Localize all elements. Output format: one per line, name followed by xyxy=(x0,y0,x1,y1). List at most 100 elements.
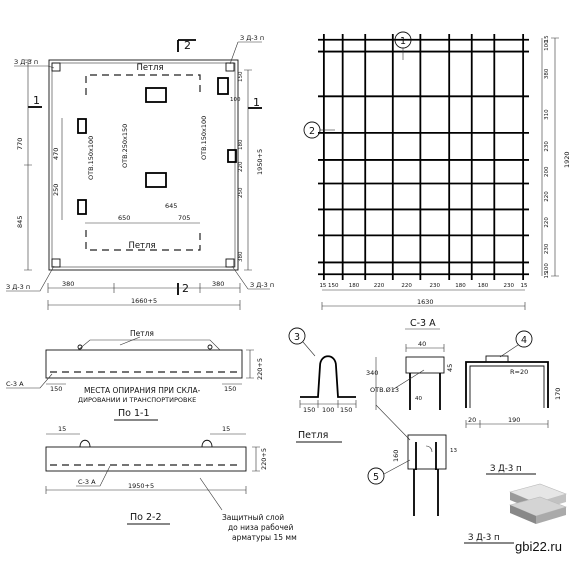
mesh-dim-y-label: 100 xyxy=(544,40,550,51)
zd-dim-hole: ОТВ.Ø13 xyxy=(370,386,399,394)
zd-title-right: З Д-3 п xyxy=(490,464,522,474)
zd-dim-40b: 40 xyxy=(415,396,422,402)
loop-dim-2: 150 xyxy=(340,406,352,414)
watermark-text: gbi22.ru xyxy=(515,539,562,554)
mesh-dim-y-label: 230 xyxy=(544,243,550,254)
loop-callout: 3 xyxy=(294,332,300,343)
mesh-dim-y-label: 15 xyxy=(544,35,550,42)
hole-left-bottom xyxy=(77,199,87,215)
zd-dim-13: 13 xyxy=(450,448,457,454)
plan-dim-1660: 1660+5 xyxy=(131,297,157,305)
plan-hole-center-label: ОТВ.250х150 xyxy=(121,124,129,168)
plan-tag-tr: З Д-3 п xyxy=(240,34,264,42)
zd-plate-side xyxy=(407,434,447,470)
mesh-dim-y-label: 380 xyxy=(544,68,550,79)
mesh-bars xyxy=(318,34,529,280)
plan-hole-right-label: ОТВ.150х100 xyxy=(200,116,208,160)
hole-center xyxy=(145,172,167,188)
plan-dim-250-r: 250 xyxy=(238,187,244,198)
mesh-dim-y-label: 200 xyxy=(544,166,550,177)
plan-dim-705: 705 xyxy=(178,214,190,222)
plan-tag-tl: З Д-3 п xyxy=(14,58,38,66)
loop-detail: 3 150 100 150 Петля xyxy=(288,327,357,443)
section11-dim-150-r: 150 xyxy=(224,385,236,393)
zd-dim-45: 45 xyxy=(446,364,454,372)
mesh-dim-x-label: 180 xyxy=(349,283,360,289)
zd-dim-160: 160 xyxy=(392,450,400,462)
mesh-dim-x-label: 220 xyxy=(374,283,385,289)
plan-dim-645-h: 645 xyxy=(165,202,177,210)
mesh-dim-x-label: 150 xyxy=(328,283,339,289)
plan-dim-845: 845 xyxy=(16,216,24,228)
embedded-part-bl xyxy=(51,258,61,268)
plan-dim-150-r: 150 xyxy=(238,71,244,82)
loop-title: Петля xyxy=(298,430,328,441)
embedded-part-tl xyxy=(51,62,61,72)
plan-dim-770: 770 xyxy=(16,138,24,150)
section11-slab xyxy=(45,349,243,379)
mesh-dim-x-label: 230 xyxy=(430,283,441,289)
plan-dim-250: 250 xyxy=(52,184,60,196)
zd-bent-bar xyxy=(465,361,549,408)
zd-callout-4: 4 xyxy=(521,335,527,346)
slab-outline xyxy=(48,59,239,271)
mesh-dim-x-label: 220 xyxy=(401,283,412,289)
plan-loop-bottom-label: Петля xyxy=(128,241,155,251)
mesh-dim-total-x: 1630 xyxy=(417,298,434,306)
hole-center-top xyxy=(145,87,167,103)
section-2-2: 15 15 С-3 А 1950+5 220+5 По 2-2 Защитный… xyxy=(45,425,297,542)
mesh-dim-total-y: 1920 xyxy=(563,151,571,168)
section11-height: 220+5 xyxy=(256,358,264,380)
zd-dim-20: 20 xyxy=(468,416,476,424)
section22-mesh-tag: С-3 А xyxy=(78,478,96,486)
mesh-dim-y-label: 230 xyxy=(544,141,550,152)
mesh-dim-y-label: 15 xyxy=(544,271,550,278)
zd-title-bottom: З Д-3 п xyxy=(468,533,500,543)
plan-dim-470: 470 xyxy=(52,148,60,160)
zd-dim-340: 340 xyxy=(366,369,378,377)
section2-mark-bottom: 2 xyxy=(182,282,189,295)
zd-callout-4-circle xyxy=(515,330,533,348)
section22-slab xyxy=(45,446,247,472)
section-1-1: Петля С-3 А 150 150 МЕСТА ОПИРАНИЯ ПРИ С… xyxy=(6,329,264,421)
mesh-dim-x-label: 180 xyxy=(478,283,489,289)
section11-loop-label: Петля xyxy=(130,329,154,338)
section22-dim-15-r: 15 xyxy=(222,425,230,433)
hole-right xyxy=(217,77,229,95)
section11-mesh-tag: С-3 А xyxy=(6,380,24,388)
embedded-part-tr xyxy=(225,62,235,72)
section22-title: По 2-2 xyxy=(130,512,162,523)
zd-dim-170: 170 xyxy=(554,388,562,400)
plan-dim-100-r: 100 xyxy=(230,97,241,103)
mesh-dim-y-label: 310 xyxy=(544,109,550,120)
section1-mark-left: 1 xyxy=(33,94,40,107)
plan-dim-380-l: 380 xyxy=(62,280,74,288)
section1-mark-right: 1 xyxy=(253,96,260,109)
loop-dashed-top xyxy=(85,74,201,95)
loop-dashed-bottom xyxy=(85,230,201,251)
section11-support-text: МЕСТА ОПИРАНИЯ ПРИ СКЛА- xyxy=(84,386,201,395)
hole-left-top xyxy=(77,118,87,134)
plan-view: Петля Петля ОТВ.150х100 ОТВ.250х150 ОТВ.… xyxy=(6,34,274,310)
plan-dim-220-r: 220 xyxy=(238,161,244,172)
section22-note2: до низа рабочей xyxy=(228,523,294,532)
embedded-part-br xyxy=(225,258,235,268)
mesh-dim-y-label: 220 xyxy=(544,191,550,202)
section11-support-text2: ДИРОВАНИИ И ТРАНСПОРТИРОВКЕ xyxy=(78,396,196,404)
plan-tag-br: З Д-3 п xyxy=(250,281,274,289)
loop-dim-1: 100 xyxy=(322,406,334,414)
plan-tag-bl: З Д-3 п xyxy=(6,283,30,291)
mesh-dim-x-label: 230 xyxy=(503,283,514,289)
loop-callout-circle xyxy=(288,327,306,345)
section22-length: 1950+5 xyxy=(128,482,154,490)
section22-note1: Защитный слой xyxy=(222,513,284,522)
plan-dim-380-v: 380 xyxy=(238,251,244,262)
section2-mark-top: 2 xyxy=(184,39,191,52)
zd-dim-r20: R=20 xyxy=(510,368,528,376)
zd-plate-front xyxy=(405,356,445,374)
mesh-dim-x-label: 15 xyxy=(319,283,326,289)
